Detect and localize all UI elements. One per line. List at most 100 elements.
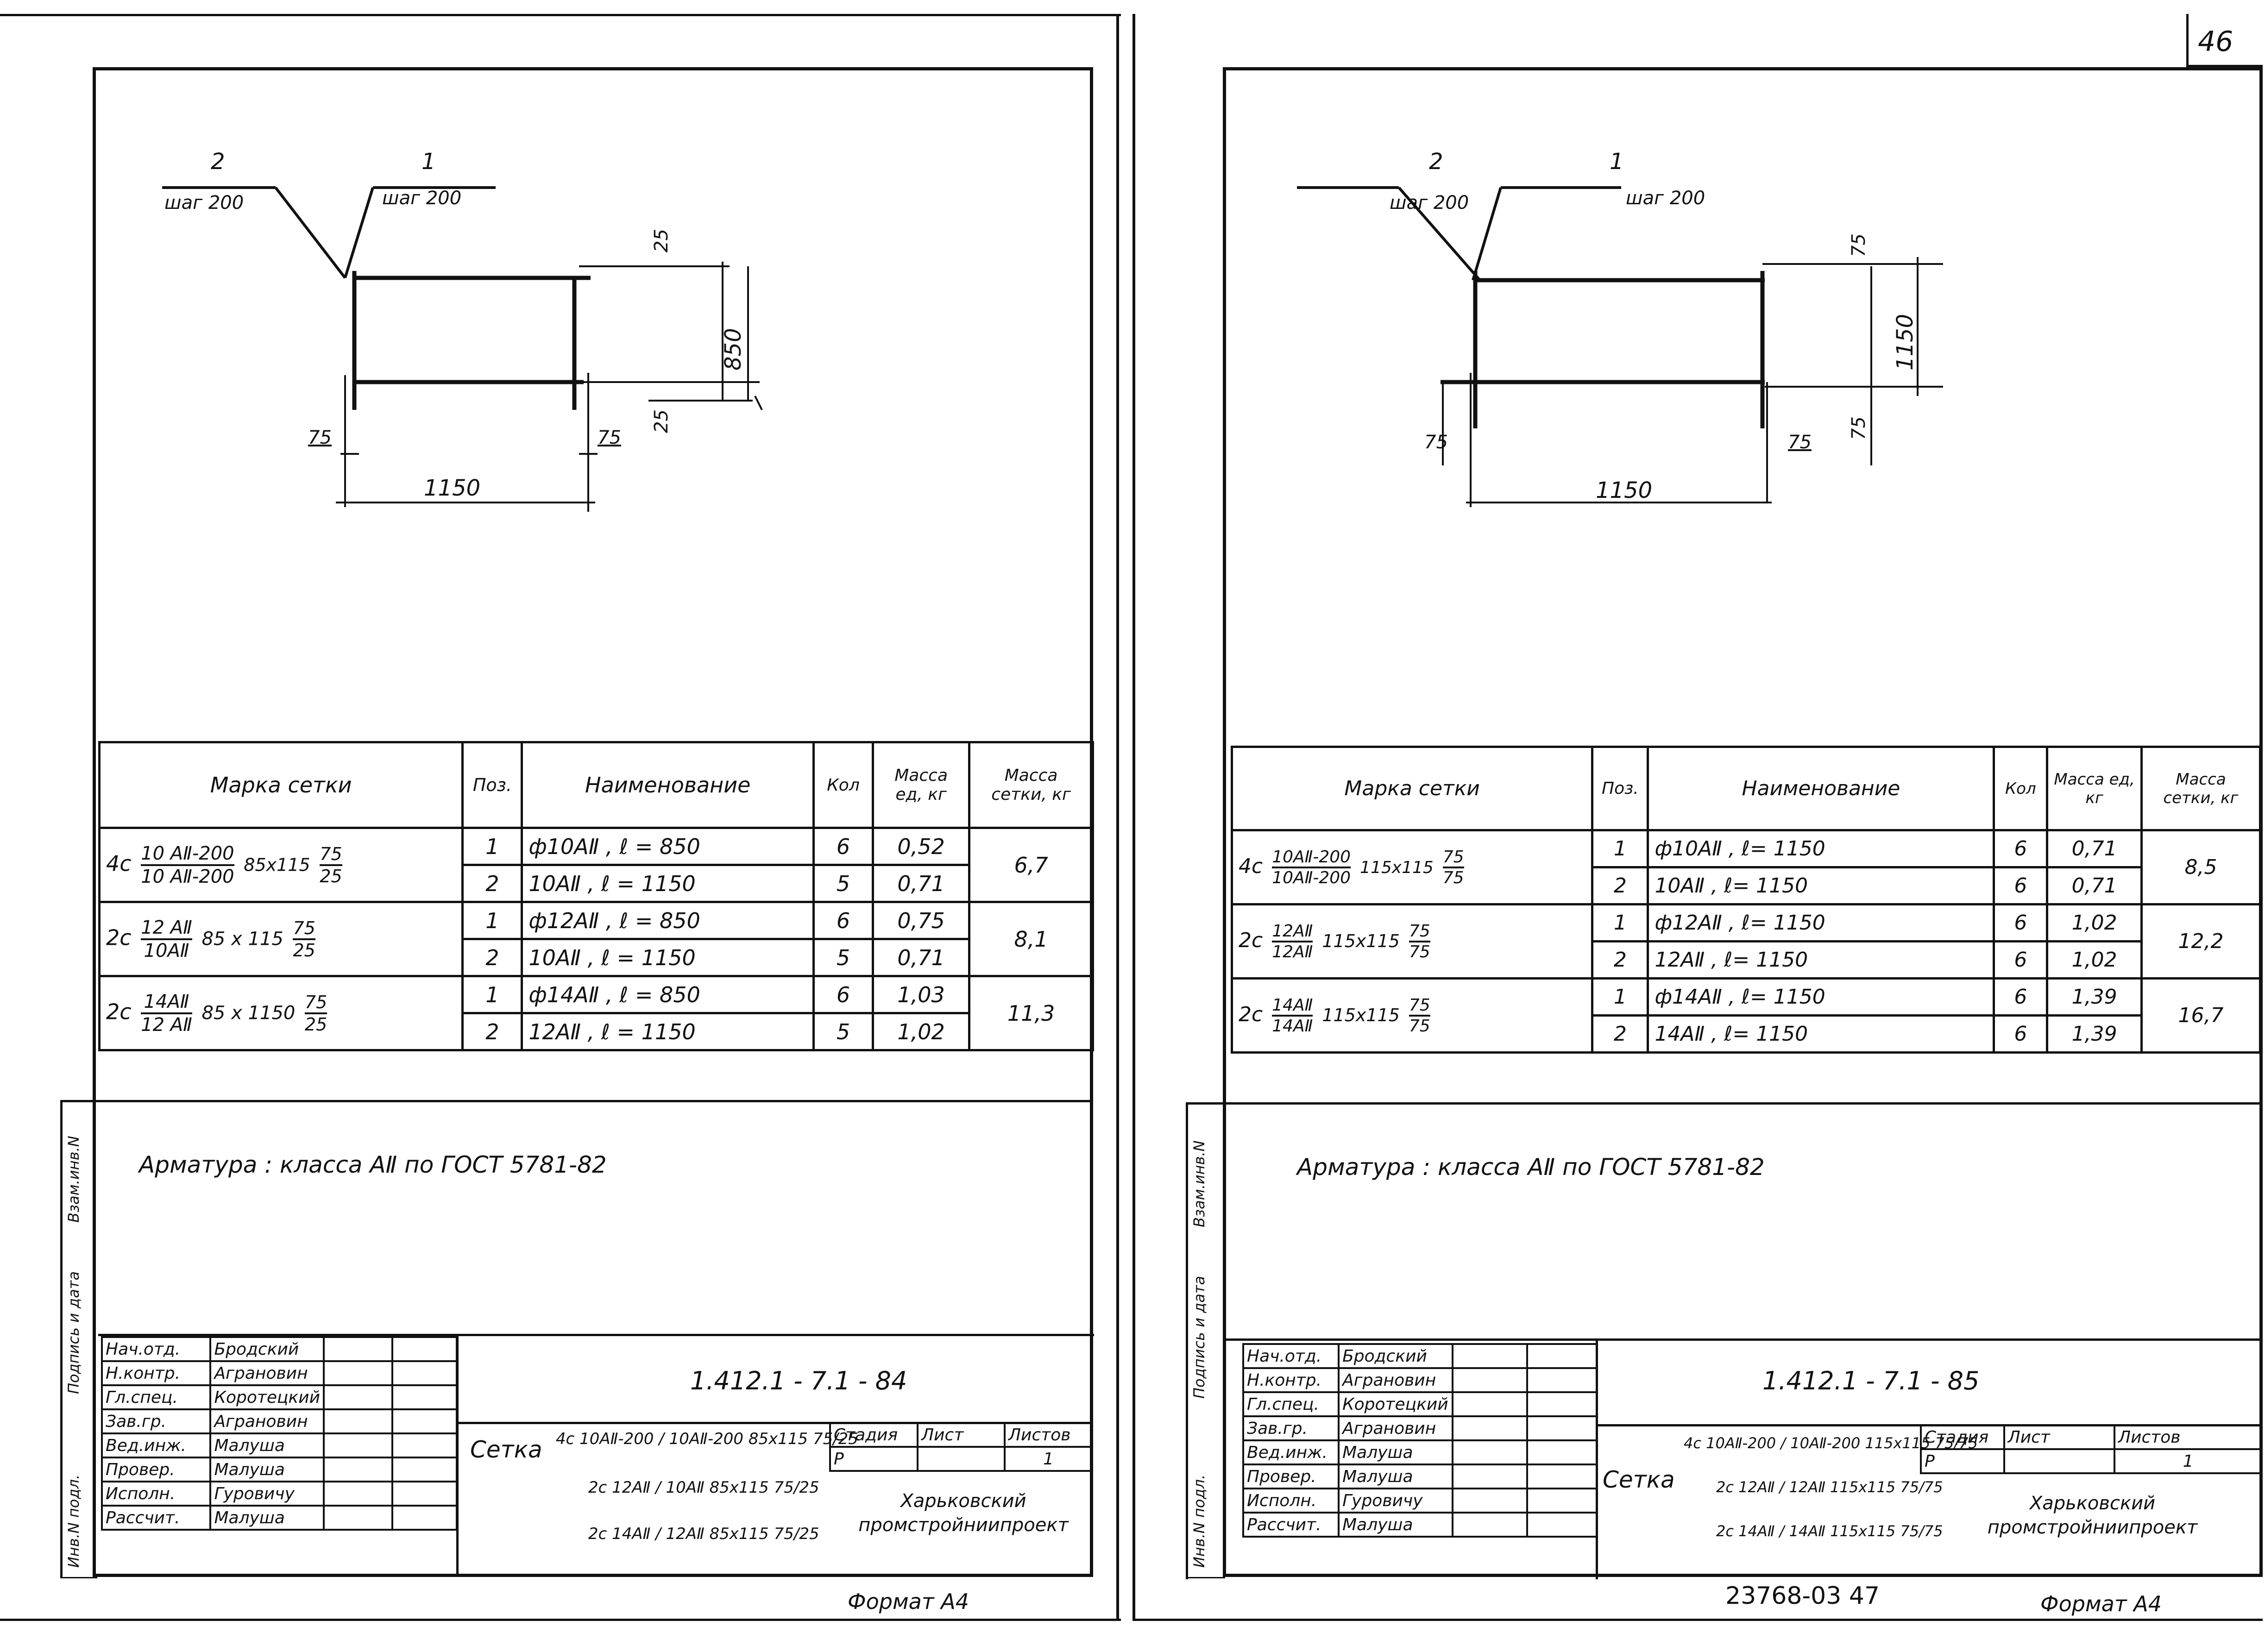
dim-left: 75 bbox=[308, 427, 332, 448]
qty-cell: 5 bbox=[812, 938, 875, 977]
pos2-step: шаг 200 bbox=[1390, 192, 1469, 214]
qty-cell: 6 bbox=[812, 901, 875, 940]
name-cell: ф14АⅡ , ℓ= 1150 bbox=[1647, 977, 1995, 1017]
stamp-title-word: Сетка bbox=[1603, 1466, 1675, 1493]
organization: Харьковский промстройниипроект bbox=[858, 1490, 1069, 1536]
organization: Харьковский промстройниипроект bbox=[1987, 1493, 2198, 1538]
left-sheet: 2 шаг 200 1 шаг 200 25 850 25 75 75 1150… bbox=[0, 0, 1126, 1652]
col-mass-unit: Масса ед, кг bbox=[2046, 746, 2143, 831]
stamp-line3: 2с 14АⅡ / 12АⅡ 85х115 75/25 bbox=[588, 1525, 819, 1543]
title-block-roles: Нач.отд.Бродский Н.контр.Аграновин Гл.сп… bbox=[101, 1336, 458, 1531]
side-strip-bottom bbox=[1186, 1577, 1225, 1578]
mass-cell: 0,71 bbox=[2046, 829, 2143, 868]
stamp-divider bbox=[1596, 1338, 1598, 1579]
dim-height: 850 bbox=[720, 328, 746, 371]
stamp-line1: 4с 10АⅡ-200 / 10АⅡ-200 85х115 75/25 bbox=[556, 1430, 858, 1448]
qty-cell: 5 bbox=[812, 1012, 875, 1051]
col-qty: Кол bbox=[812, 741, 875, 829]
qty-cell: 6 bbox=[1993, 866, 2049, 905]
stamp-divider bbox=[456, 1334, 459, 1575]
sheet-number: 46 bbox=[2198, 25, 2234, 58]
dim-width: 1150 bbox=[1596, 477, 1653, 503]
format-label: Формат А4 bbox=[848, 1589, 969, 1614]
name-cell: ф10АⅡ , ℓ = 850 bbox=[521, 827, 815, 866]
pos2-label: 2 bbox=[1429, 149, 1443, 175]
dim-width: 1150 bbox=[424, 475, 481, 501]
table-row: 2 12АⅡ , ℓ= 1150 6 1,02 bbox=[1232, 940, 2260, 980]
mass-cell: 1,03 bbox=[872, 975, 971, 1014]
bottom-edge bbox=[0, 1619, 1121, 1621]
doc-code: 1.412.1 - 7.1 - 85 bbox=[1762, 1366, 1980, 1395]
col-mark: Марка сетки bbox=[1230, 746, 1594, 831]
qty-cell: 6 bbox=[1993, 977, 2049, 1017]
mass-cell: 0,71 bbox=[872, 864, 971, 903]
table-row: 2 14АⅡ , ℓ= 1150 6 1,39 bbox=[1232, 1014, 2260, 1054]
pos-cell: 2 bbox=[461, 938, 523, 977]
name-cell: 14АⅡ , ℓ= 1150 bbox=[1647, 1014, 1995, 1054]
table-row: 2 10АⅡ , ℓ= 1150 6 0,71 bbox=[1232, 866, 2260, 905]
sheet-number-box-bottom bbox=[2186, 65, 2263, 67]
side-strip-bottom bbox=[60, 1577, 97, 1578]
sheet-left-edge bbox=[1132, 14, 1135, 1621]
reinforcement-note: Арматура : класса АⅡ по ГОСТ 5781-82 bbox=[1297, 1154, 1765, 1181]
reinforcement-note: Арматура : класса АⅡ по ГОСТ 5781-82 bbox=[139, 1151, 607, 1178]
mass-cell: 1,39 bbox=[2046, 977, 2143, 1017]
name-cell: ф10АⅡ , ℓ= 1150 bbox=[1647, 829, 1995, 868]
pos-cell: 1 bbox=[461, 827, 523, 866]
col-pos: Поз. bbox=[1591, 746, 1649, 831]
qty-cell: 6 bbox=[1993, 1014, 2049, 1054]
table-row: 2 12АⅡ , ℓ = 1150 5 1,02 bbox=[100, 1012, 1093, 1051]
qty-cell: 6 bbox=[1993, 940, 2049, 980]
stamp-line2: 2с 12АⅡ / 12АⅡ 115х115 75/75 bbox=[1716, 1478, 1943, 1496]
format-label: Формат А4 bbox=[2040, 1591, 2162, 1616]
spec-table: Марка сетки Поз. Наименование Кол Масса … bbox=[1230, 746, 2261, 1054]
table-bottom-line bbox=[60, 1100, 1093, 1102]
pos1-step: шаг 200 bbox=[1626, 188, 1705, 209]
top-edge bbox=[0, 14, 1121, 16]
pos2-label: 2 bbox=[211, 149, 225, 175]
col-mass-mesh: Масса сетки, кг bbox=[2140, 746, 2261, 831]
pos-cell: 2 bbox=[1591, 866, 1649, 905]
side-label-inv: Инв.N подл. bbox=[1190, 1474, 1208, 1568]
qty-cell: 6 bbox=[1993, 829, 2049, 868]
dim-top: 75 bbox=[1848, 233, 1869, 257]
pos1-label: 1 bbox=[422, 149, 436, 175]
side-label-inv: Инв.N подл. bbox=[65, 1474, 82, 1568]
pos-cell: 1 bbox=[1591, 829, 1649, 868]
name-cell: 10АⅡ , ℓ = 1150 bbox=[521, 938, 815, 977]
pos-cell: 2 bbox=[1591, 1014, 1649, 1054]
name-cell: 12АⅡ , ℓ = 1150 bbox=[521, 1012, 815, 1051]
dim-right: 75 bbox=[1788, 432, 1812, 453]
qty-cell: 6 bbox=[812, 975, 875, 1014]
table-row: 2 10АⅡ , ℓ = 1150 5 0,71 bbox=[100, 864, 1093, 903]
mesh-drawing bbox=[162, 186, 763, 512]
col-name: Наименование bbox=[1647, 746, 1995, 831]
doc-code: 1.412.1 - 7.1 - 84 bbox=[690, 1366, 907, 1395]
spec-table: Марка сетки Поз. Наименование Кол Масса … bbox=[98, 741, 1094, 1051]
stamp-line2: 2с 12АⅡ / 10АⅡ 85х115 75/25 bbox=[588, 1478, 819, 1497]
mass-cell: 0,75 bbox=[872, 901, 971, 940]
pos-cell: 1 bbox=[461, 975, 523, 1014]
mass-cell: 0,71 bbox=[2046, 866, 2143, 905]
dim-bottom: 75 bbox=[1848, 416, 1869, 440]
table-bottom-line bbox=[1186, 1102, 2263, 1105]
pos-cell: 2 bbox=[461, 1012, 523, 1051]
pos-cell: 2 bbox=[1591, 940, 1649, 980]
mass-cell: 0,52 bbox=[872, 827, 971, 866]
pos2-step: шаг 200 bbox=[164, 192, 244, 214]
mass-cell: 1,02 bbox=[2046, 903, 2143, 942]
col-mass-mesh: Масса сетки, кг bbox=[968, 741, 1094, 829]
sheet-right-edge bbox=[1116, 14, 1119, 1621]
pos1-step: шаг 200 bbox=[382, 188, 462, 209]
mass-cell: 1,02 bbox=[872, 1012, 971, 1051]
dim-bottom: 25 bbox=[651, 409, 672, 433]
